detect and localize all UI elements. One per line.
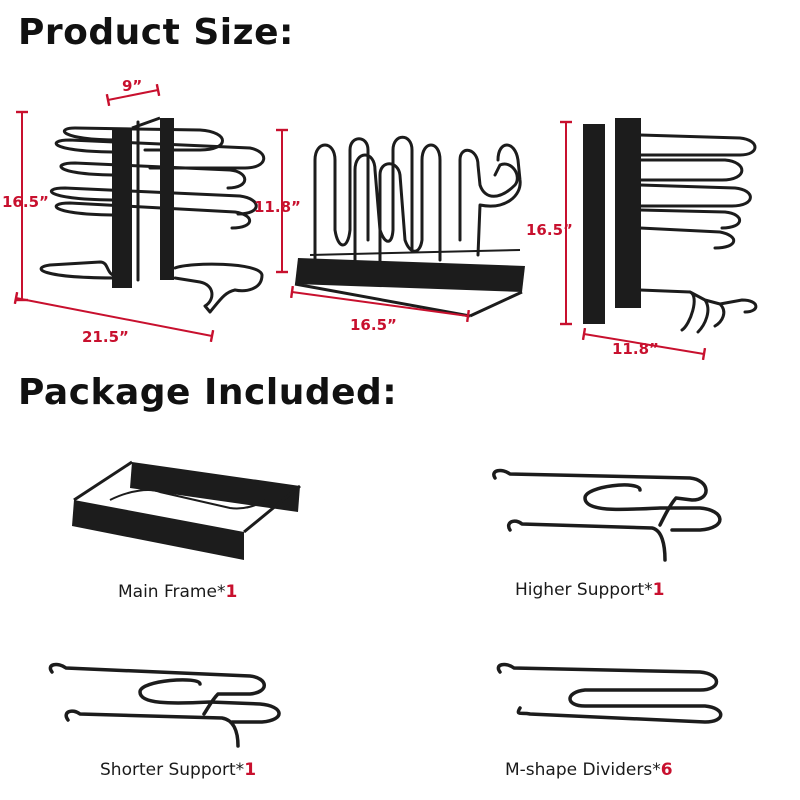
rack-left-view	[39, 120, 266, 314]
higher-support-name: Higher Support*	[515, 580, 653, 600]
main-frame-caption: Main Frame*1	[118, 582, 237, 602]
rack-middle-frame	[294, 249, 525, 318]
product-size-heading: Product Size:	[18, 12, 294, 53]
middle-height-label: 11.8”	[254, 198, 301, 216]
shorter-support-qty: 1	[244, 760, 257, 780]
main-frame-name: Main Frame*	[118, 582, 226, 602]
rack-middle-view	[313, 135, 522, 267]
higher-support-illustration	[492, 468, 722, 562]
left-width-label: 21.5”	[82, 328, 129, 346]
shorter-support-illustration	[48, 662, 281, 748]
middle-width-label: 16.5”	[350, 316, 397, 334]
higher-support-qty: 1	[652, 580, 665, 600]
shorter-support-name: Shorter Support*	[100, 760, 245, 780]
m-shape-dividers-qty: 6	[660, 760, 673, 780]
left-height-label: 16.5”	[2, 193, 49, 211]
right-depth-label: 11.8”	[612, 340, 659, 358]
rack-right-view	[638, 133, 758, 334]
main-frame-illustration	[72, 460, 301, 560]
rack-right-frame	[583, 118, 641, 324]
higher-support-caption: Higher Support*1	[515, 580, 664, 600]
m-shape-dividers-caption: M-shape Dividers*6	[505, 760, 673, 780]
shorter-support-caption: Shorter Support*1	[100, 760, 256, 780]
left-depth-label: 9”	[122, 77, 142, 95]
package-included-heading: Package Included:	[18, 372, 398, 413]
main-frame-qty: 1	[225, 582, 238, 602]
m-shape-divider-illustration	[496, 662, 723, 724]
m-shape-dividers-name: M-shape Dividers*	[505, 760, 661, 780]
right-depth-line	[581, 327, 707, 361]
middle-width-line	[290, 285, 470, 323]
right-height-label: 16.5”	[526, 221, 573, 239]
rack-left-frame	[112, 116, 174, 288]
left-width-line	[13, 291, 215, 343]
left-depth-line	[105, 83, 161, 107]
